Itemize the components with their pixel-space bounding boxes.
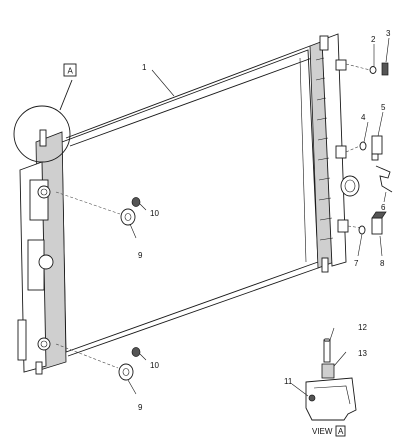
leader-lines bbox=[55, 63, 371, 369]
radiator-core bbox=[61, 45, 319, 357]
drain-cock bbox=[359, 111, 384, 161]
callout-4: 4 bbox=[361, 113, 366, 122]
callout-8: 8 bbox=[380, 259, 385, 268]
callout-13: 13 bbox=[358, 349, 367, 358]
left-tank bbox=[17, 129, 67, 375]
lower-bushing bbox=[118, 347, 147, 395]
view-box-label: A bbox=[338, 427, 344, 436]
callout-9-lower: 9 bbox=[138, 403, 143, 412]
detail-circle bbox=[13, 63, 77, 163]
retaining-clip bbox=[375, 165, 393, 203]
callout-6: 6 bbox=[381, 203, 386, 212]
view-label: VIEW bbox=[312, 427, 333, 436]
callout-2: 2 bbox=[371, 35, 376, 44]
callout-12: 12 bbox=[358, 323, 367, 332]
callout-7: 7 bbox=[354, 259, 359, 268]
callout-11: 11 bbox=[284, 377, 293, 386]
upper-bushing bbox=[120, 197, 147, 239]
callout-3: 3 bbox=[386, 29, 391, 38]
leader-part-1 bbox=[151, 69, 175, 97]
view-a-detail bbox=[291, 327, 357, 437]
plug-and-seal bbox=[369, 37, 390, 76]
callout-10-lower: 10 bbox=[150, 361, 159, 370]
right-tank bbox=[309, 33, 360, 273]
callout-1: 1 bbox=[142, 63, 147, 72]
callout-5: 5 bbox=[381, 103, 386, 112]
detail-box-label: A bbox=[68, 67, 74, 76]
callout-10-upper: 10 bbox=[150, 209, 159, 218]
temp-sensor bbox=[357, 211, 387, 257]
callout-9-upper: 9 bbox=[138, 251, 143, 260]
